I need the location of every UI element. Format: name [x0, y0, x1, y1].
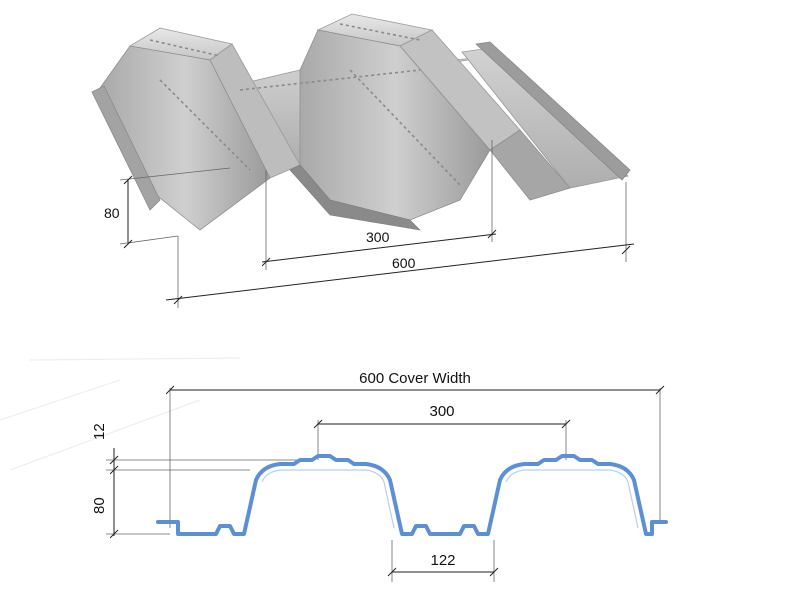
iso-dim-total: 600 [165, 182, 635, 308]
section-dim-depth: 80 [91, 470, 119, 539]
deck-lip-left [91, 85, 161, 211]
section-extension-lines [106, 388, 661, 582]
section-dim-pitch: 300 [313, 403, 571, 429]
section-dim-depth-label: 80 [91, 497, 108, 514]
deck-rib-right-web [489, 129, 571, 201]
section-dim-pitch-label: 300 [429, 403, 454, 420]
deck-lip-right [475, 41, 631, 181]
section-dim-top-step-label: 12 [91, 423, 108, 440]
deck-embossments [149, 23, 461, 186]
iso-dim-total-label: 600 [392, 255, 416, 271]
deck-rib-mid-web-front [299, 29, 491, 221]
iso-dim-pitch: 300 [261, 140, 497, 270]
section-dim-bottom-label: 122 [430, 552, 455, 569]
deck-profile-outline [156, 454, 668, 536]
iso-dim-pitch-label: 300 [366, 229, 390, 245]
deck-profile-inner [261, 469, 639, 529]
section-dim-top-step: 12 [91, 423, 119, 475]
isometric-deck: 80 300 600 [91, 13, 635, 308]
section-dim-cover-width-label: 600 Cover Width [359, 370, 471, 387]
iso-dim-height: 80 [104, 167, 231, 249]
section-dim-bottom: 122 [387, 552, 499, 577]
deck-pan-right [461, 47, 629, 189]
deck-rib-mid-valley [289, 164, 421, 231]
background-strokes [0, 357, 241, 471]
iso-dim-height-label: 80 [104, 205, 120, 221]
section-profile: 600 Cover Width 300 12 80 122 [91, 370, 668, 582]
section-dim-cover-width: 600 Cover Width [165, 370, 665, 395]
